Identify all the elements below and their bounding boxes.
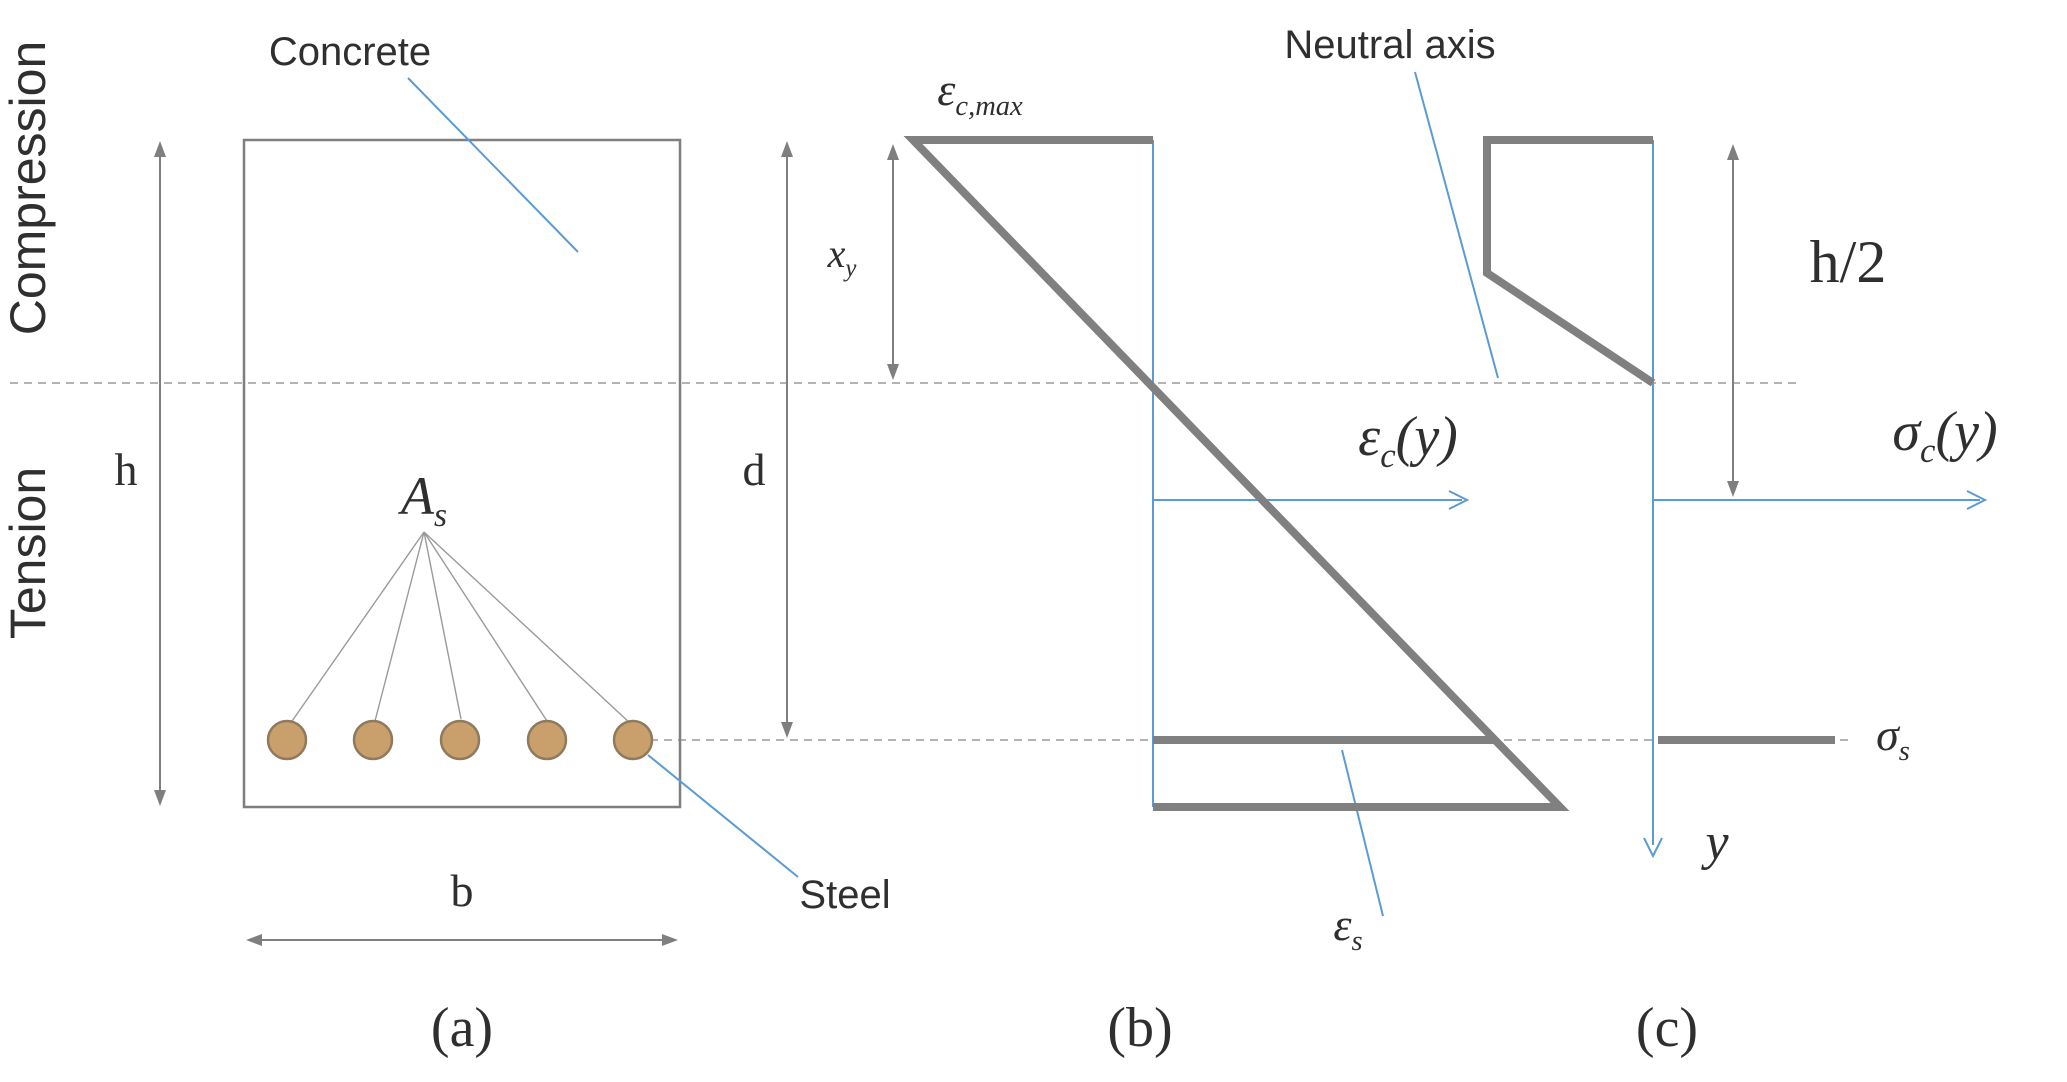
caption-b: (b)	[1107, 997, 1173, 1059]
rebar-fan-lines	[289, 531, 632, 725]
y-axis-label: y	[1705, 814, 1729, 871]
h-dimension-label: h	[114, 444, 138, 495]
steel-bar-circle	[352, 719, 394, 761]
h-dimension-arrow	[154, 141, 166, 806]
d-dimension-label: d	[742, 444, 766, 495]
steel-bar-circle	[612, 719, 654, 761]
strain-diagram	[887, 136, 1570, 811]
steel-area-label: As	[400, 466, 448, 534]
strain-profile-polyline	[903, 136, 1570, 811]
stress-block-polyline	[1483, 136, 1656, 387]
steel-bar-circle	[266, 719, 308, 761]
concrete-leader-line	[407, 77, 579, 253]
stress-diagram	[1483, 136, 1988, 859]
y-axis-arrowhead-icon	[1643, 837, 1663, 859]
half-height-label: h/2	[1809, 229, 1887, 295]
caption-c: (c)	[1635, 997, 1699, 1059]
eps-c-max-label: εc,max	[937, 64, 1023, 123]
d-dimension-arrow	[781, 141, 793, 738]
eps-s-label: εs	[1333, 899, 1363, 958]
sigma-c-y-axis-label: σc(y)	[1892, 401, 1998, 471]
eps-c-y-axis-label: εc(y)	[1358, 406, 1458, 476]
steel-leader-line	[647, 754, 799, 878]
steel-label: Steel	[799, 873, 891, 917]
xy-dimension-label: xy	[827, 231, 857, 282]
caption-a: (a)	[430, 997, 494, 1059]
neutral-axis-leader-line	[1414, 71, 1499, 379]
steel-bar-circle	[526, 719, 568, 761]
strain-axis-arrowhead-icon	[1448, 490, 1470, 510]
steel-bars	[266, 719, 654, 761]
h2-dimension-arrow	[1727, 144, 1739, 497]
b-dimension-label: b	[450, 865, 474, 916]
b-dimension-arrow	[246, 934, 678, 946]
compression-label: Compression	[0, 40, 56, 336]
sigma-s-label: σs	[1876, 709, 1910, 768]
concrete-section-rect	[242, 138, 682, 809]
stress-axis-arrowhead-icon	[1966, 490, 1988, 510]
steel-bar-circle	[439, 719, 481, 761]
eps-s-leader-line	[1341, 749, 1384, 917]
concrete-label: Concrete	[268, 30, 432, 74]
tension-label: Tension	[0, 466, 56, 640]
neutral-axis-label: Neutral axis	[1284, 23, 1496, 67]
xy-dimension-arrow	[887, 144, 899, 380]
